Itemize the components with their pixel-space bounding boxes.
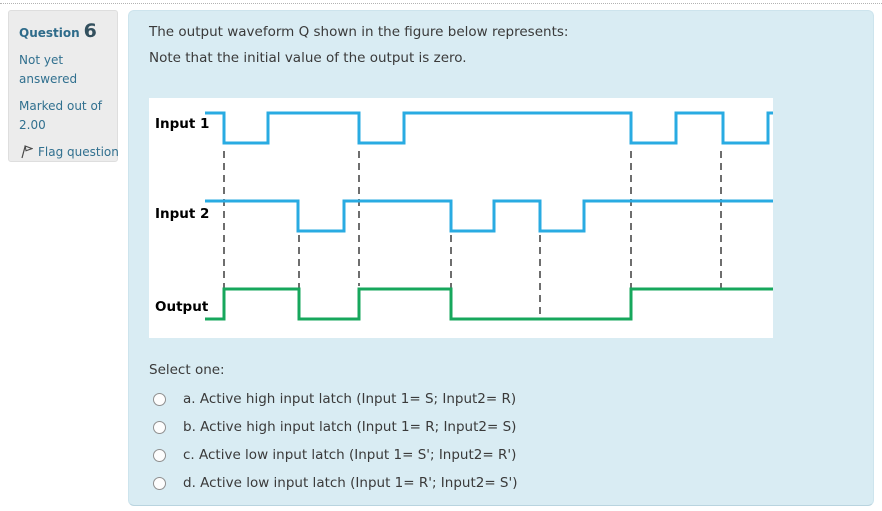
- question-text-line2: Note that the initial value of the outpu…: [149, 50, 467, 66]
- radio-option-b[interactable]: [153, 420, 166, 434]
- question-number: 6: [83, 20, 97, 42]
- answer-option-b-label: b. Active high input latch (Input 1= R; …: [183, 419, 517, 435]
- question-header-label: Question: [19, 26, 80, 40]
- answer-option-a[interactable]: a. Active high input latch (Input 1= S; …: [153, 391, 516, 407]
- timing-diagram-svg: Input 1 Input 2 Output: [155, 111, 773, 321]
- radio-option-c[interactable]: [153, 448, 166, 462]
- waveform-trace-input-1: [205, 111, 773, 145]
- question-text-line1: The output waveform Q shown in the figur…: [149, 24, 569, 40]
- answer-option-d[interactable]: d. Active low input latch (Input 1= R'; …: [153, 475, 517, 491]
- waveform-trace-input-2: [205, 199, 773, 233]
- waveform-label-output: Output: [155, 299, 209, 315]
- waveform-figure: Input 1 Input 2 Output: [149, 98, 773, 338]
- question-grade: Marked out of 2.00: [19, 99, 103, 132]
- answer-option-c[interactable]: c. Active low input latch (Input 1= S'; …: [153, 447, 516, 463]
- answer-option-b[interactable]: b. Active high input latch (Input 1= R; …: [153, 419, 516, 435]
- question-content-panel: The output waveform Q shown in the figur…: [128, 10, 874, 506]
- waveform-label-input-1: Input 1: [155, 116, 209, 132]
- flag-question-button[interactable]: Flag question: [19, 144, 119, 159]
- answer-option-a-label: a. Active high input latch (Input 1= S; …: [183, 391, 517, 407]
- radio-option-a[interactable]: [153, 392, 166, 406]
- answer-option-d-label: d. Active low input latch (Input 1= R'; …: [183, 475, 518, 491]
- flag-question-label: Flag question: [38, 144, 119, 159]
- waveform-trace-output: [205, 287, 773, 321]
- question-status: Not yet answered: [19, 53, 78, 86]
- waveform-label-input-2: Input 2: [155, 206, 209, 222]
- top-dotted-divider: [0, 3, 882, 4]
- answer-option-c-label: c. Active low input latch (Input 1= S'; …: [183, 447, 517, 463]
- radio-option-d[interactable]: [153, 476, 166, 490]
- select-one-prompt: Select one:: [149, 362, 225, 378]
- flag-icon: [21, 145, 33, 159]
